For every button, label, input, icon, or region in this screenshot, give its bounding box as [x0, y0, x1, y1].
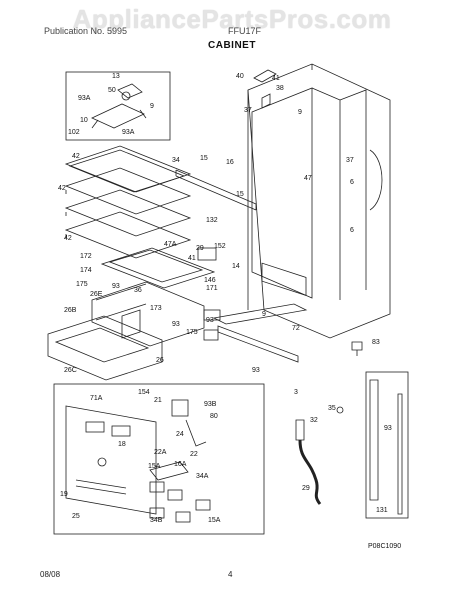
publication-number: Publication No. 5995 [44, 26, 128, 36]
part-label: 9 [262, 311, 266, 318]
shelf-group [64, 145, 192, 259]
inset-box-top [65, 71, 171, 141]
part-label: 37 [346, 157, 354, 164]
part-label: 22 [190, 451, 198, 458]
part-label: 10 [80, 117, 88, 124]
part-label: 41 [188, 255, 196, 262]
part-label: 93 [206, 317, 214, 324]
cabinet-body [247, 63, 391, 339]
part-label: 175 [186, 329, 198, 336]
part-label: 83 [372, 339, 380, 346]
diagram-code: P08C1090 [368, 543, 401, 550]
part-label: 171 [206, 285, 218, 292]
part-label: 6 [350, 179, 354, 186]
part-label: 42 [64, 235, 72, 242]
part-label: 93 [252, 367, 260, 374]
part-label: 26 [156, 357, 164, 364]
page-title: CABINET [208, 40, 256, 51]
inset-box-bottom [53, 383, 265, 535]
part-label: 132 [206, 217, 218, 224]
part-label: 47 [304, 175, 312, 182]
part-label: 15 [236, 191, 244, 198]
part-label: 26B [64, 307, 77, 314]
part-label: 42 [72, 153, 80, 160]
part-label: 29 [196, 245, 204, 252]
part-label: 50 [108, 87, 116, 94]
callout-labels: 40 41 38 37 9 13 50 93A 10 102 93A 9 42 … [58, 73, 401, 550]
part-label: 173 [150, 305, 162, 312]
part-label: 16 [226, 159, 234, 166]
part-label: 9 [298, 109, 302, 116]
part-label: 29 [302, 485, 310, 492]
part-label: 24 [176, 431, 184, 438]
part-label: 93B [204, 401, 217, 408]
crisper-assembly [47, 247, 216, 381]
part-label: 175 [76, 281, 88, 288]
part-label: 6 [350, 227, 354, 234]
part-label: 131 [376, 507, 388, 514]
part-label: 72 [292, 325, 300, 332]
part-label: 102 [68, 129, 80, 136]
part-label: 38 [276, 85, 284, 92]
footer-page: 4 [228, 570, 233, 579]
part-label: 93 [384, 425, 392, 432]
watermark: AppliancePartsPros.com [72, 4, 392, 34]
part-label: 93A [78, 95, 91, 102]
part-label: 154 [138, 389, 150, 396]
part-label: 32 [310, 417, 318, 424]
part-label: 93 [172, 321, 180, 328]
part-label: 172 [80, 253, 92, 260]
part-label: 34A [196, 473, 209, 480]
part-label: 35 [328, 405, 336, 412]
part-label: 71A [90, 395, 103, 402]
part-label: 42 [58, 185, 66, 192]
part-label: 16A [174, 461, 187, 468]
footer-date: 08/08 [40, 570, 61, 579]
part-label: 21 [154, 397, 162, 404]
part-label: 19 [60, 491, 68, 498]
part-label: 22A [154, 449, 167, 456]
part-label: 15 [200, 155, 208, 162]
part-label: 41 [272, 75, 280, 82]
part-label: 26C [64, 367, 77, 374]
part-label: 37 [244, 107, 252, 114]
part-label: 47A [164, 241, 177, 248]
part-label: 25 [72, 513, 80, 520]
part-label: 40 [236, 73, 244, 80]
part-label: 146 [204, 277, 216, 284]
part-label: 9 [150, 103, 154, 110]
part-label: 18 [118, 441, 126, 448]
part-label: 15A [148, 463, 161, 470]
part-label: 13 [112, 73, 120, 80]
part-label: 15A [208, 517, 221, 524]
part-label: 80 [210, 413, 218, 420]
part-label: 174 [80, 267, 92, 274]
part-label: 34 [172, 157, 180, 164]
part-label: 36 [134, 287, 142, 294]
part-label: 3 [294, 389, 298, 396]
part-label: 93 [112, 283, 120, 290]
part-label: 34B [150, 517, 163, 524]
part-label: 14 [232, 263, 240, 270]
part-label: 26E [90, 291, 103, 298]
model-number: FFU17F [228, 26, 262, 36]
part-label: 93A [122, 129, 135, 136]
part-label: 152 [214, 243, 226, 250]
